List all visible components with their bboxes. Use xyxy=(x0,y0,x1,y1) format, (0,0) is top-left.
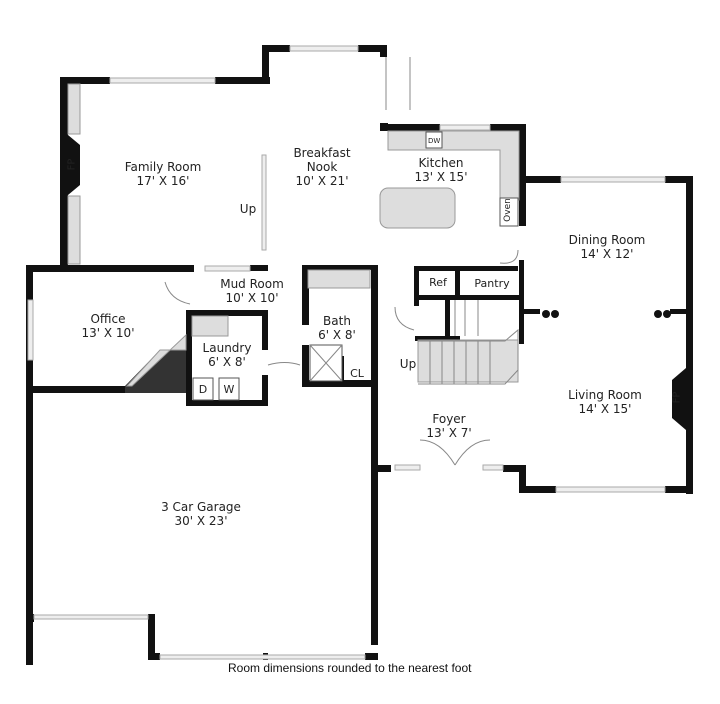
dishwasher-label: DW xyxy=(428,137,441,145)
room-mud: Mud Room 10' X 10' xyxy=(220,277,284,305)
ref-label: Ref xyxy=(429,276,447,289)
room-name: Breakfast xyxy=(293,146,351,160)
room-dims: 14' X 12' xyxy=(580,247,634,261)
room-name: Bath xyxy=(323,314,351,328)
washer-label: W xyxy=(223,383,235,396)
room-name-line2: Nook xyxy=(306,160,338,174)
room-name: 3 Car Garage xyxy=(161,500,241,514)
room-dims: 17' X 16' xyxy=(136,174,190,188)
oven-label: Oven xyxy=(502,198,513,222)
room-name: Laundry xyxy=(202,341,252,355)
stairs-up-foyer-label: Up xyxy=(399,357,417,371)
room-bath: Bath 6' X 8' xyxy=(318,314,356,342)
wall xyxy=(60,77,68,269)
room-name: Family Room xyxy=(124,160,202,174)
room-name: Foyer xyxy=(432,412,466,426)
room-garage: 3 Car Garage 30' X 23' xyxy=(161,500,241,528)
room-dims: 14' X 15' xyxy=(578,402,632,416)
room-dims: 6' X 8' xyxy=(208,355,246,369)
room-dining: Dining Room 14' X 12' xyxy=(569,233,646,261)
room-foyer: Foyer 13' X 7' xyxy=(426,412,471,440)
room-dims: 10' X 10' xyxy=(225,291,279,305)
room-laundry: Laundry 6' X 8' xyxy=(203,341,252,369)
room-dims: 6' X 8' xyxy=(318,328,356,342)
dryer-label: D xyxy=(198,383,208,396)
room-dims: 13' X 7' xyxy=(426,426,472,440)
room-family: Family Room 17' X 16' xyxy=(125,160,202,188)
room-office: Office 13' X 10' xyxy=(82,312,135,340)
pantry-label: Pantry xyxy=(474,277,510,290)
stairs-up-family-label: Up xyxy=(239,202,257,216)
room-kitchen: Kitchen 13' X 15' xyxy=(415,156,468,184)
room-breakfast: Breakfast Nook 10' X 21' xyxy=(293,146,350,188)
fireplace-family-label: FP xyxy=(66,158,78,171)
dimensions-note: Room dimensions rounded to the nearest f… xyxy=(228,661,472,675)
fireplace-living-label: FP xyxy=(671,391,683,404)
room-name: Office xyxy=(90,312,126,326)
room-dims: 30' X 23' xyxy=(174,514,228,528)
room-dims: 13' X 15' xyxy=(414,170,468,184)
room-dims: 10' X 21' xyxy=(295,174,349,188)
closet-label: CL xyxy=(350,367,364,380)
room-dims: 13' X 10' xyxy=(81,326,135,340)
room-name: Mud Room xyxy=(220,277,284,291)
room-living: Living Room 14' X 15' xyxy=(568,388,642,416)
room-name: Kitchen xyxy=(418,156,464,170)
room-name: Living Room xyxy=(568,388,642,402)
room-name: Dining Room xyxy=(568,233,646,247)
